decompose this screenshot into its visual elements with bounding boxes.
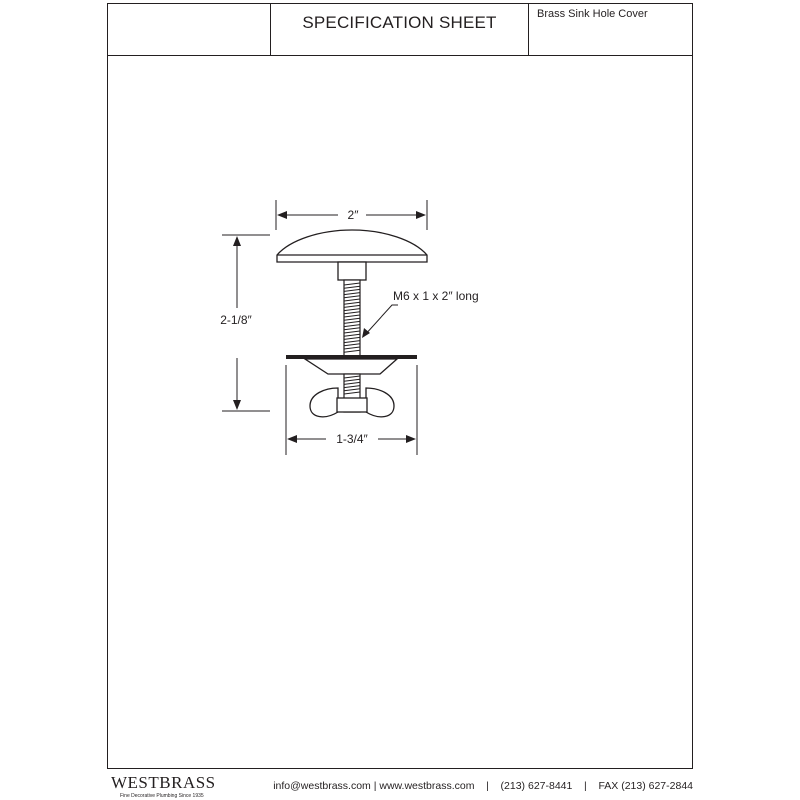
bolt-callout-arrow bbox=[362, 328, 370, 338]
bolt-thread-line bbox=[343, 295, 361, 299]
arrow-base-right bbox=[406, 435, 416, 443]
bolt-callout-label: M6 x 1 x 2″ long bbox=[393, 289, 479, 303]
bolt-thread-line bbox=[343, 304, 361, 308]
mounting-washer bbox=[302, 358, 399, 375]
bolt-thread-line bbox=[343, 282, 361, 286]
bolt-thread-line bbox=[343, 349, 361, 353]
bolt-thread-line bbox=[343, 285, 361, 289]
arrow-base-left bbox=[287, 435, 297, 443]
bolt-callout-leader bbox=[363, 304, 398, 337]
bolt-thread-line bbox=[343, 375, 361, 379]
bolt-thread-line bbox=[343, 336, 361, 340]
sheet-frame bbox=[107, 3, 693, 769]
bolt-thread-line bbox=[343, 311, 361, 315]
sink-deck-surface bbox=[286, 355, 417, 359]
footer: WESTBRASS Fine Decorative Plumbing Since… bbox=[107, 772, 693, 799]
cap-dome bbox=[276, 229, 428, 263]
arrow-height-bottom bbox=[233, 400, 241, 410]
bolt-thread-line bbox=[343, 324, 361, 328]
bolt-thread-line bbox=[343, 343, 361, 347]
bolt-thread-line bbox=[343, 298, 361, 302]
header-row: SPECIFICATION SHEET Brass Sink Hole Cove… bbox=[107, 3, 693, 56]
bolt-thread-line bbox=[343, 388, 361, 392]
bolt-thread-line bbox=[343, 333, 361, 337]
threaded-bolt bbox=[343, 279, 361, 358]
sheet-title: SPECIFICATION SHEET bbox=[271, 3, 529, 55]
bolt-thread-line bbox=[343, 340, 361, 344]
brand-logo: WESTBRASS bbox=[111, 773, 216, 792]
bolt-thread-line bbox=[343, 381, 361, 385]
bolt-thread-line bbox=[343, 301, 361, 305]
brand-tagline: Fine Decorative Plumbing Since 1935 bbox=[120, 793, 204, 799]
bolt-thread-line bbox=[343, 327, 361, 331]
cap-neck bbox=[337, 261, 367, 281]
dim-width-label: 2″ bbox=[348, 208, 360, 222]
dim-height-label: 2-1/8″ bbox=[220, 313, 252, 327]
bolt-thread-line bbox=[343, 391, 361, 395]
bolt-thread-line bbox=[343, 292, 361, 296]
arrow-width-left bbox=[277, 211, 287, 219]
bolt-thread-line bbox=[343, 320, 361, 324]
phone-number: (213) 627-8441 bbox=[500, 780, 573, 792]
arrow-width-right bbox=[416, 211, 426, 219]
wing-nut bbox=[309, 387, 395, 418]
dim-base-label: 1-3/4″ bbox=[336, 432, 368, 446]
fax-number: FAX (213) 627-2844 bbox=[598, 780, 693, 792]
bolt-thread-line bbox=[343, 385, 361, 389]
website-link[interactable]: www.westbrass.com bbox=[379, 780, 475, 792]
bolt-thread-line bbox=[343, 330, 361, 334]
bolt-thread-line bbox=[343, 378, 361, 382]
bolt-thread-line bbox=[343, 308, 361, 312]
email-link[interactable]: info@westbrass.com bbox=[273, 780, 371, 792]
header-blank-cell bbox=[107, 3, 271, 55]
product-name: Brass Sink Hole Cover bbox=[537, 8, 648, 20]
arrow-height-top bbox=[233, 236, 241, 246]
bolt-thread-line bbox=[343, 314, 361, 318]
bolt-thread-line bbox=[343, 317, 361, 321]
bolt-thread-line bbox=[343, 346, 361, 350]
bolt-thread-line bbox=[343, 288, 361, 292]
contact-info: info@westbrass.com | www.westbrass.com |… bbox=[273, 780, 693, 792]
